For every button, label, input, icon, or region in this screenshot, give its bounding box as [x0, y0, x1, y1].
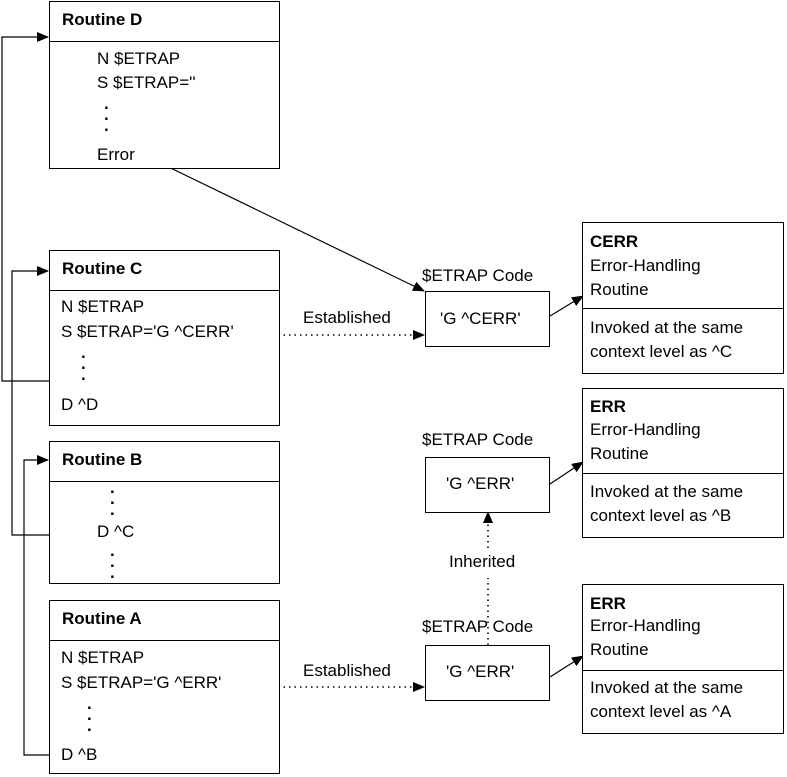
routine-c-line1: N $ETRAP: [61, 297, 145, 316]
routine-c-title: Routine C: [50, 251, 279, 291]
etrap-b-link-label: Inherited: [449, 552, 516, 571]
routine-b-ellipsis-top: . . .: [110, 478, 115, 519]
handler-c-divider: [582, 308, 784, 310]
handler-b-box: [582, 388, 784, 538]
handler-a-connector: [549, 655, 584, 678]
routine-c-ellipsis: . . .: [81, 343, 86, 384]
routine-a-title: Routine A: [50, 601, 279, 641]
error-connector: [149, 157, 425, 292]
routine-a-ellipsis: . . .: [87, 694, 92, 735]
handler-b-line2: Routine: [590, 444, 649, 463]
handler-b-note2: context level as ^B: [590, 506, 732, 525]
routine-d-error: Error: [97, 145, 135, 164]
handler-c-note1: Invoked at the same: [590, 318, 744, 337]
routine-a-line2: S $ETRAP='G ^ERR': [61, 673, 222, 692]
etrap-b-caption: $ETRAP Code: [422, 430, 534, 449]
routine-b-ellipsis-bottom: . . .: [110, 541, 115, 582]
etrap-a-box: [425, 645, 550, 701]
handler-a-divider: [582, 670, 784, 672]
handler-c-box: [582, 222, 784, 374]
handler-c-name: CERR: [590, 232, 639, 251]
routine-d-line2: S $ETRAP='': [97, 73, 196, 92]
routine-b-call: D ^C: [97, 522, 135, 541]
routine-d-title: Routine D: [50, 2, 279, 42]
routine-d-line1: N $ETRAP: [97, 49, 181, 68]
etrap-c-value: 'G ^CERR': [440, 309, 521, 328]
handler-c-line2: Routine: [590, 280, 649, 299]
handler-c-note2: context level as ^C: [590, 342, 733, 361]
routine-c-box: Routine C: [49, 250, 280, 426]
handler-c-line1: Error-Handling: [590, 256, 701, 275]
routine-c-line2: S $ETRAP='G ^CERR': [61, 322, 234, 341]
handler-a-box: [582, 584, 784, 734]
handler-b-divider: [582, 473, 784, 475]
handler-a-note2: context level as ^A: [590, 702, 732, 721]
etrap-b-box: [425, 457, 550, 513]
etrap-a-value: 'G ^ERR': [446, 662, 515, 681]
routine-a-call: D ^B: [61, 745, 98, 764]
routine-b-title: Routine B: [50, 442, 279, 482]
call-b-connector: [23, 455, 50, 756]
handler-a-name: ERR: [590, 594, 626, 613]
handler-b-note1: Invoked at the same: [590, 482, 744, 501]
handler-a-note1: Invoked at the same: [590, 678, 744, 697]
call-d-connector: [1, 32, 50, 382]
routine-c-call: D ^D: [61, 395, 99, 414]
handler-a-line2: Routine: [590, 640, 649, 659]
routine-d-box: Routine D: [49, 1, 280, 169]
routine-d-ellipsis: . . .: [104, 94, 109, 135]
etrap-c-box: [425, 291, 550, 347]
etrap-a-caption: $ETRAP Code: [422, 617, 534, 636]
call-c-connector: [11, 266, 50, 536]
handler-c-connector: [549, 295, 584, 317]
handler-a-line1: Error-Handling: [590, 616, 701, 635]
etrap-b-value: 'G ^ERR': [446, 474, 515, 493]
routine-b-box: Routine B: [49, 441, 280, 584]
etrap-a-link-label: Established: [303, 661, 391, 680]
etrap-c-caption: $ETRAP Code: [422, 266, 534, 285]
handler-b-line1: Error-Handling: [590, 420, 701, 439]
etrap-c-link-label: Established: [303, 308, 391, 327]
handler-b-connector: [549, 461, 584, 485]
handler-b-name: ERR: [590, 397, 626, 416]
routine-a-line1: N $ETRAP: [61, 648, 145, 667]
routine-a-box: Routine A: [49, 600, 280, 774]
